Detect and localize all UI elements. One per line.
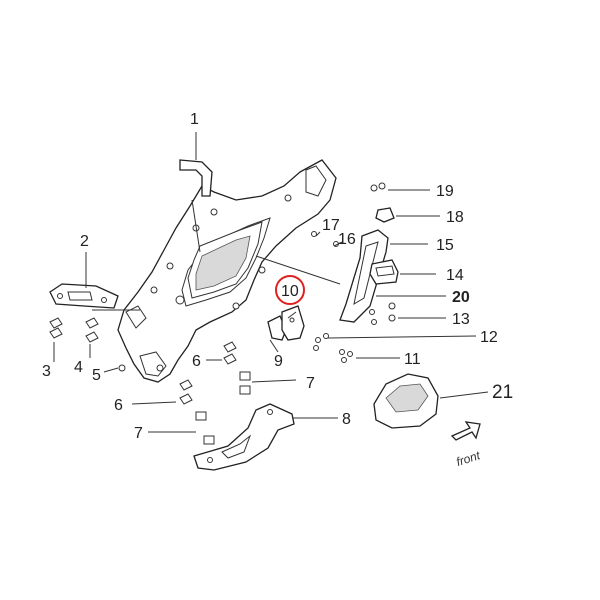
- part-18-clip: [375, 207, 395, 223]
- part-8-lower-bracket: [193, 403, 295, 471]
- part-14-block: [369, 259, 399, 285]
- callout-5: 5: [92, 367, 101, 384]
- callout-16: 16: [338, 231, 356, 248]
- callout-19: 19: [436, 183, 454, 200]
- part-5-washer: [118, 364, 126, 372]
- callout-2: 2: [80, 233, 89, 250]
- part-7-clips-upper: [239, 371, 251, 395]
- part-6-nuts-lower: [179, 379, 193, 405]
- callout-7-upper: 7: [306, 375, 315, 392]
- part-19-nut: [370, 182, 386, 192]
- callout-4: 4: [74, 359, 83, 376]
- part-11-bolts: [339, 349, 353, 363]
- callout-13: 13: [452, 311, 470, 328]
- callout-18: 18: [446, 209, 464, 226]
- callout-6-upper: 6: [192, 353, 201, 370]
- part-4-bolt: [85, 317, 99, 343]
- part-15-tube: [339, 229, 389, 323]
- front-arrow-icon: [450, 421, 481, 441]
- callout-1: 1: [190, 111, 199, 128]
- part-10-plate: [281, 305, 305, 341]
- callout-17: 17: [322, 217, 340, 234]
- part-17-bolt: [311, 231, 317, 237]
- callout-6-lower: 6: [114, 397, 123, 414]
- callout-21: 21: [492, 382, 513, 403]
- highlight-ring: [275, 275, 305, 305]
- callout-7-lower: 7: [134, 425, 143, 442]
- part-1-bracket: [179, 159, 213, 197]
- part-3-nut: [49, 317, 63, 339]
- front-label: front: [455, 448, 483, 469]
- callout-8: 8: [342, 411, 351, 428]
- callout-11: 11: [404, 351, 421, 368]
- part-2-plate: [49, 283, 119, 309]
- callout-9: 9: [274, 353, 283, 370]
- callout-12: 12: [480, 329, 498, 346]
- part-20-washers: [369, 309, 377, 325]
- part-13-nuts: [388, 302, 396, 322]
- part-7-clips-lower: [195, 411, 215, 445]
- callout-14: 14: [446, 267, 464, 284]
- part-12-washers: [313, 333, 329, 351]
- leader-lines: [53, 132, 489, 433]
- callout-3: 3: [42, 363, 51, 380]
- callout-10: 10: [281, 283, 299, 300]
- callout-20: 20: [452, 289, 470, 306]
- callout-15: 15: [436, 237, 454, 254]
- main-frame: [117, 159, 337, 383]
- part-21-pad: [373, 373, 439, 429]
- part-6-nuts-upper: [223, 341, 237, 365]
